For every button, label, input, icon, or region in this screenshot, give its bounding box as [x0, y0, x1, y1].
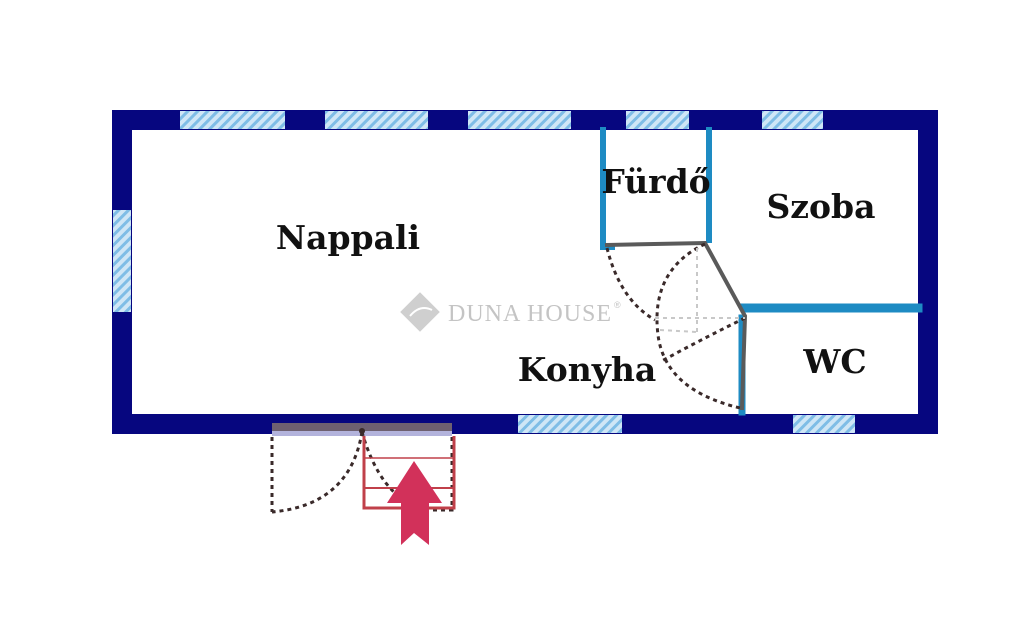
room-label-living: Nappali: [276, 218, 420, 257]
inner-walls: [600, 127, 923, 416]
watermark-registered: ®: [614, 300, 621, 310]
outer-wall: [112, 110, 938, 434]
room-label-bathroom: Fürdő: [601, 162, 710, 201]
watermark-text: DUNA HOUSE: [448, 301, 612, 327]
kitchen-doors: [605, 242, 746, 410]
room-label-wc: WC: [802, 342, 866, 381]
room-label-bedroom: Szoba: [766, 187, 875, 226]
windows: [113, 111, 855, 433]
room-label-kitchen: Konyha: [518, 350, 657, 389]
entry-arrow-icon: [387, 461, 442, 545]
duna-house-watermark: DUNA HOUSE ®: [400, 292, 621, 332]
